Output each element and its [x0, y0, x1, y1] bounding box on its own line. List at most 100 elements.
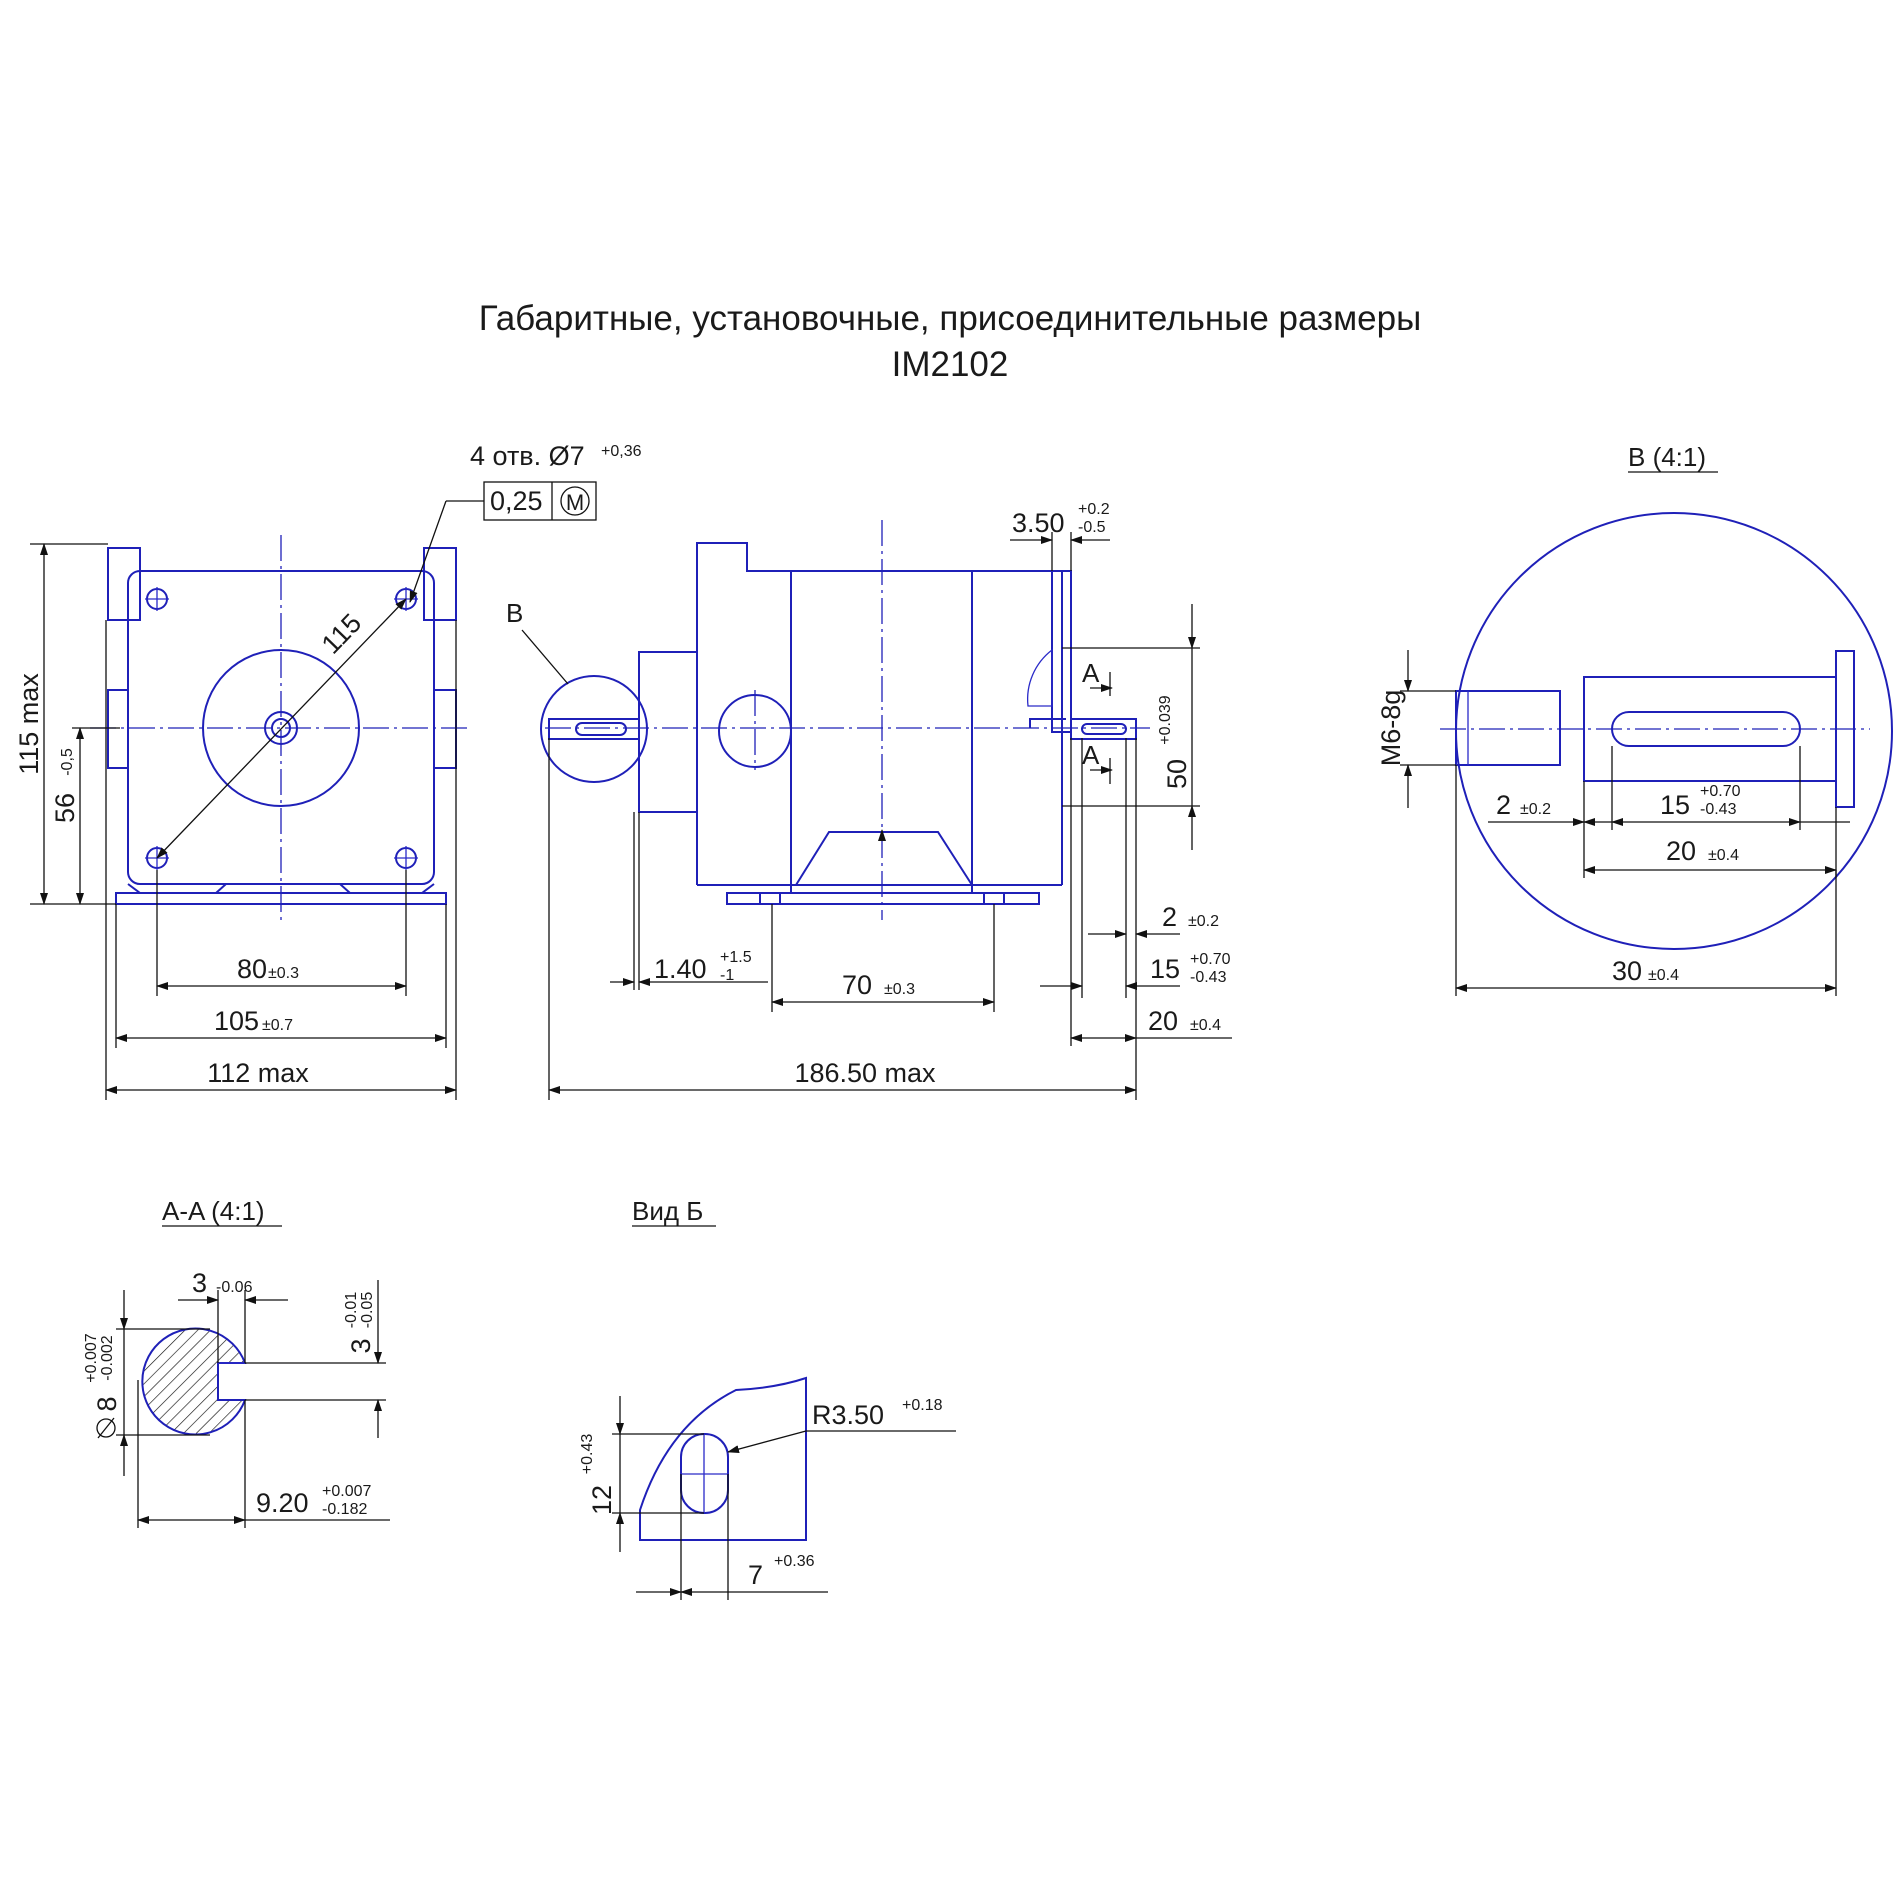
radius-value: R3.50	[812, 1400, 884, 1430]
detail-dim-2-tolerance: ±0.2	[1520, 801, 1551, 818]
dim-920-tol-lower: -0.182	[322, 1501, 367, 1518]
detail-b-leader	[521, 629, 569, 685]
dim-140-value: 1.40	[654, 954, 707, 984]
section-mark-a-bottom: A	[1082, 740, 1100, 770]
front-mid-right-lug	[433, 689, 457, 769]
front-shaft-key	[1081, 723, 1127, 735]
section-aa-title: A-A (4:1)	[162, 1196, 265, 1226]
radius-tolerance: +0.18	[902, 1397, 943, 1414]
diameter-value: 8	[92, 1396, 122, 1411]
radius-leader	[727, 1430, 807, 1454]
diameter-tol-lower: -0.002	[99, 1335, 116, 1380]
flange-value: 3.50	[1012, 508, 1065, 538]
rear-shaft	[548, 718, 640, 740]
diameter-tol-upper: +0.007	[83, 1333, 100, 1382]
view-b: Вид Б R3.50 +0.18 12 +0.43 7 +0.36	[579, 1196, 956, 1600]
slot-len-value: 12	[587, 1485, 617, 1515]
view-b-title: Вид Б	[632, 1196, 703, 1226]
dim-15-value: 15	[1150, 954, 1180, 984]
dim-70-value: 70	[842, 970, 872, 1000]
detail-b-callout-circle	[540, 675, 648, 783]
detail-dim-15-value: 15	[1660, 790, 1690, 820]
dim-140-tol-lower: -1	[720, 967, 734, 984]
axis-height-tolerance: -0,5	[59, 748, 76, 776]
holes-spacing-value: 80	[237, 954, 267, 984]
detail-b-thread	[1455, 690, 1561, 766]
holes-spacing-tolerance: ±0.3	[268, 965, 299, 982]
height-overall-value: 115 max	[14, 673, 44, 775]
detail-dim-30-value: 30	[1612, 956, 1642, 986]
dim-2-value: 2	[1162, 902, 1177, 932]
dim-70-tolerance: ±0.3	[884, 981, 915, 998]
dim-20-value: 20	[1148, 1006, 1178, 1036]
key-depth-value: 3	[346, 1338, 376, 1353]
section-mark-a-top: A	[1082, 658, 1100, 688]
detail-b-view: В (4:1) M6-8g 2 ±0.2 15 +0.70 -0.43 20 ±…	[1376, 442, 1893, 996]
mmc-modifier-letter: M	[566, 490, 584, 515]
drawing-title: Габаритные, установочные, присоединитель…	[479, 299, 1422, 384]
front-mid-left-lug	[107, 689, 129, 769]
title-line-2: IM2102	[892, 345, 1009, 384]
detail-b-title: В (4:1)	[1628, 442, 1706, 472]
detail-dim-15-tol-upper: +0.70	[1700, 783, 1741, 800]
side-view: B 3.50 +0.2 -0.5 A A 50 +0.039 2 ±0.2 15…	[506, 501, 1232, 1100]
dim-20-tolerance: ±0.4	[1190, 1017, 1221, 1034]
detail-dim-2-value: 2	[1496, 790, 1511, 820]
flange-tol-upper: +0.2	[1078, 501, 1110, 518]
dim-15-tol-lower: -0.43	[1190, 969, 1227, 986]
front-top-right-lug	[423, 547, 457, 621]
diag-dimension-line	[156, 598, 407, 859]
section-aa-shaft	[141, 1327, 247, 1436]
base-width-value: 105	[214, 1006, 259, 1036]
shaft-height-value: 50	[1162, 759, 1192, 789]
side-flange-step	[1029, 718, 1066, 728]
base-width-tolerance: ±0.7	[262, 1017, 293, 1034]
detail-dim-15-tol-lower: -0.43	[1700, 801, 1737, 818]
detail-dim-20-value: 20	[1666, 836, 1696, 866]
hole-note: 4 отв. Ø7	[470, 441, 585, 471]
dim-15-tol-upper: +0.70	[1190, 951, 1231, 968]
front-foot-right	[339, 883, 351, 894]
hole-note-tolerance: +0,36	[601, 443, 642, 460]
front-foot-left	[215, 883, 227, 894]
key-depth-tol-lower: -0.05	[359, 1292, 376, 1329]
front-base-join-left	[127, 883, 141, 894]
flange-tol-lower: -0.5	[1078, 519, 1106, 536]
detail-dim-30-tolerance: ±0.4	[1648, 967, 1679, 984]
diameter-symbol-icon	[96, 1418, 116, 1438]
diag-dimension-value: 115	[316, 608, 367, 660]
position-tolerance-leader	[409, 500, 447, 603]
position-tolerance-value: 0,25	[490, 486, 543, 516]
rear-shaft-key	[575, 722, 627, 736]
title-line-1: Габаритные, установочные, присоединитель…	[479, 299, 1422, 338]
dim-2-tolerance: ±0.2	[1188, 913, 1219, 930]
dim-920-value: 9.20	[256, 1488, 309, 1518]
thread-value: M6-8g	[1376, 690, 1406, 767]
side-body-top-outline	[696, 542, 1063, 885]
width-overall-value: 112 max	[207, 1058, 309, 1088]
front-view: 115 4 отв. Ø7 +0,36 0,25 M 115 max 56 -0…	[14, 441, 642, 1100]
front-shaft	[1070, 718, 1137, 740]
section-aa-view: A-A (4:1) 3 -0.06 3 -0.01 -0.05 8 +0.007…	[83, 1196, 390, 1528]
side-section-hatch	[1026, 648, 1053, 707]
key-width-tolerance: -0.06	[216, 1279, 253, 1296]
side-base-plate	[726, 892, 1040, 905]
front-base-join-right	[421, 883, 435, 894]
key-width-value: 3	[192, 1268, 207, 1298]
length-overall-value: 186.50 max	[794, 1058, 936, 1088]
dim-920-tol-upper: +0.007	[322, 1483, 371, 1500]
dim-140-tol-upper: +1.5	[720, 949, 752, 966]
detail-dim-20-tolerance: ±0.4	[1708, 847, 1739, 864]
detail-b-label: B	[506, 598, 523, 628]
slot-len-tolerance: +0.43	[579, 1434, 596, 1475]
shaft-height-tolerance: +0.039	[1157, 695, 1174, 744]
detail-b-boundary-circle	[1455, 512, 1893, 950]
diameter-symbol-slash	[97, 1417, 115, 1439]
key-depth-tol-upper: -0.01	[343, 1292, 360, 1329]
front-top-left-lug	[107, 547, 141, 621]
slot-width-tolerance: +0.36	[774, 1553, 815, 1570]
side-foot-trapezoid	[795, 831, 973, 886]
slot-width-value: 7	[748, 1560, 763, 1590]
axis-height-value: 56	[50, 793, 80, 823]
